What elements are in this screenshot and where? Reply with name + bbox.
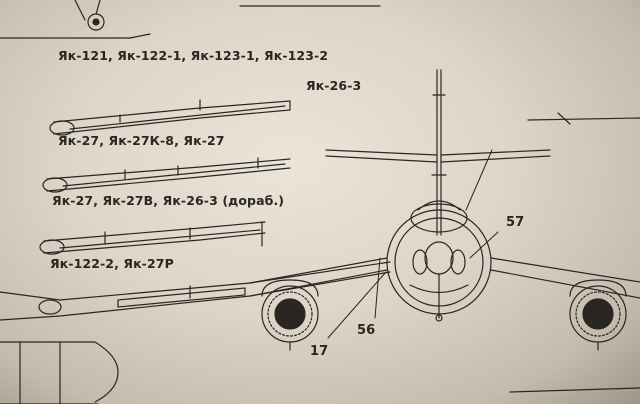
wing-store-3 bbox=[39, 221, 266, 255]
callout-57: 57 bbox=[506, 215, 525, 230]
horizontal-tail bbox=[325, 149, 551, 163]
variant-label-row1: Як-121, Як-122-1, Як-123-1, Як-123-2 bbox=[58, 48, 329, 63]
variant-label-row4: Як-122-2, Як-27Р bbox=[50, 256, 174, 271]
left-engine-nacelle bbox=[261, 279, 319, 351]
variant-label-row2: Як-27, Як-27К-8, Як-27 bbox=[58, 133, 225, 148]
callout-56: 56 bbox=[357, 323, 376, 338]
partial-bottom-fuselage bbox=[0, 341, 119, 404]
callout-17: 17 bbox=[310, 344, 329, 359]
right-engine-nacelle bbox=[569, 279, 627, 351]
wing-store-2 bbox=[42, 157, 291, 193]
vertical-fin bbox=[431, 69, 447, 236]
callout-leaders bbox=[327, 149, 499, 339]
fuselage-front bbox=[386, 200, 492, 322]
variant-label-row3: Як-27, Як-27В, Як-26-3 (дораб.) bbox=[52, 193, 285, 208]
wing-store-1 bbox=[49, 99, 291, 136]
partial-top-drawing bbox=[0, 0, 381, 39]
variant-label-row1-right: Як-26-3 bbox=[306, 78, 362, 93]
wing-store-4 bbox=[0, 261, 391, 321]
